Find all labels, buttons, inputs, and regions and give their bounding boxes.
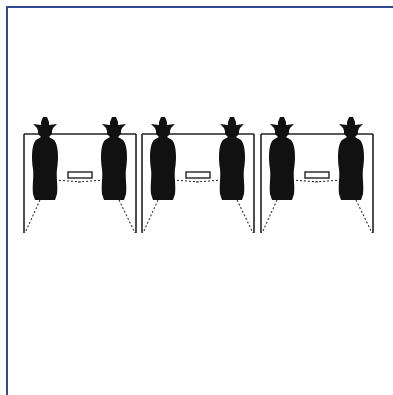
sight-line-right	[119, 200, 135, 233]
sight-line-left	[262, 200, 277, 233]
sight-line-inner-left	[55, 180, 82, 182]
target-holder-bar-icon	[186, 172, 210, 178]
cowboy-silhouette-target-icon-left	[32, 117, 58, 200]
target-holder-bar-icon	[305, 172, 329, 178]
shooting-bay-2	[142, 117, 254, 233]
sight-line-inner-left	[173, 180, 200, 182]
sight-line-left	[25, 200, 40, 233]
sight-line-right	[237, 200, 253, 233]
cowboy-silhouette-target-icon-left	[150, 117, 176, 200]
cowboy-silhouette-target-icon-right	[101, 117, 127, 200]
shooting-bay-3	[261, 117, 373, 233]
sight-line-inner-right	[78, 180, 104, 182]
sight-line-left	[143, 200, 158, 233]
shooting-bay-1	[24, 117, 136, 233]
cowboy-silhouette-target-icon-left	[269, 117, 295, 200]
sight-line-inner-left	[292, 180, 319, 182]
sight-line-inner-right	[196, 180, 222, 182]
cowboy-silhouette-target-icon-right	[219, 117, 245, 200]
target-holder-bar-icon	[68, 172, 92, 178]
cowboy-silhouette-target-icon-right	[338, 117, 364, 200]
sight-line-inner-right	[315, 180, 341, 182]
sight-line-right	[356, 200, 372, 233]
